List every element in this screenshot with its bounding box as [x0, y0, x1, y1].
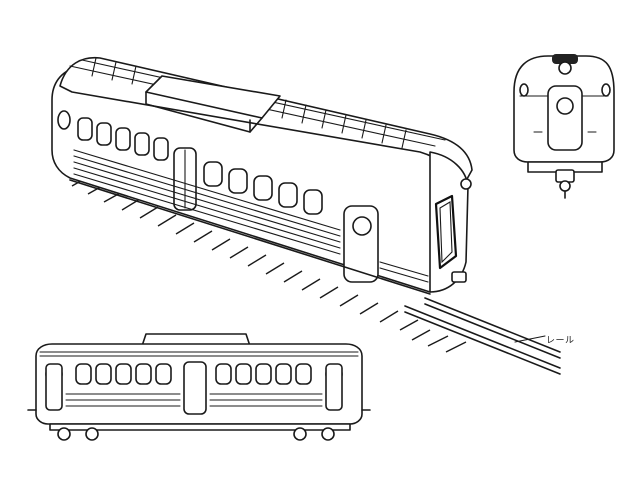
- rail-label: レール: [546, 336, 575, 346]
- side-windows-front: [203, 161, 323, 215]
- side-view-windows-left: [75, 363, 172, 385]
- front-lamp: [460, 178, 472, 190]
- front-coupler: [451, 271, 467, 283]
- front-view-headlamp: [558, 61, 572, 75]
- perspective-train-view: [51, 56, 561, 375]
- front-view-headlamp-housing: [552, 54, 578, 64]
- front-windshield: [434, 194, 458, 270]
- side-windows-rear: [77, 117, 169, 161]
- side-view-door: [183, 361, 207, 415]
- front-view-train: [513, 54, 615, 199]
- track-sleepers: [71, 177, 467, 353]
- side-view-windows-right: [215, 363, 312, 385]
- side-view-ribbing: [65, 393, 323, 407]
- roof-ribs: [91, 57, 407, 149]
- front-view-door: [547, 85, 583, 151]
- rear-porthole: [57, 110, 71, 130]
- track-rails: [404, 297, 561, 375]
- roof-hatch: [145, 75, 281, 119]
- side-view-train: [27, 333, 371, 441]
- side-view-bogies: [57, 427, 335, 441]
- side-ribbing: [73, 149, 429, 283]
- side-view-underframe: [49, 423, 351, 431]
